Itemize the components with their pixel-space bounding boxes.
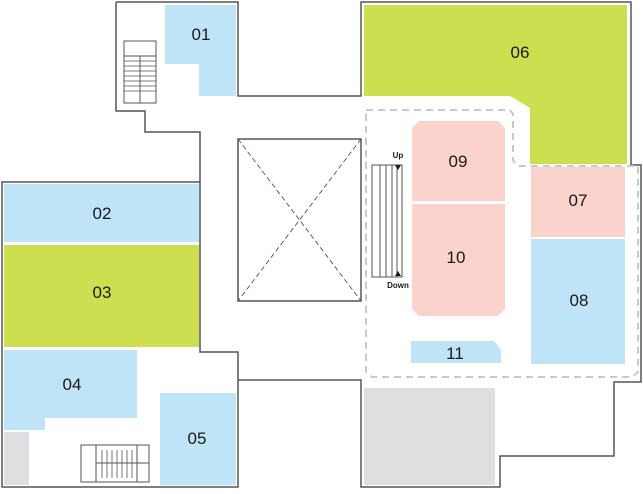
svg-text:06: 06 <box>511 43 530 62</box>
svg-text:04: 04 <box>63 375 82 394</box>
svg-text:08: 08 <box>570 291 589 310</box>
room-10[interactable]: 10 <box>412 204 505 316</box>
up-arrow-icon <box>395 165 401 170</box>
service-area-gray-left <box>4 432 29 485</box>
svg-text:07: 07 <box>569 191 588 210</box>
room-03[interactable]: 03 <box>4 245 199 347</box>
escalator-down-label: Down <box>387 281 409 290</box>
room-04[interactable]: 04 <box>4 350 137 430</box>
svg-text:03: 03 <box>93 283 112 302</box>
svg-text:02: 02 <box>93 204 112 223</box>
staircase-lower <box>80 444 150 483</box>
escalator: Up Down <box>371 151 409 290</box>
staircase-upper <box>123 40 157 104</box>
room-06[interactable]: 06 <box>364 5 627 164</box>
escalator-up-label: Up <box>393 151 404 160</box>
room-08[interactable]: 08 <box>531 239 625 364</box>
room-01[interactable]: 01 <box>165 5 236 96</box>
down-arrow-icon <box>395 271 401 276</box>
atrium-void <box>237 138 362 302</box>
upper-left-wall <box>115 2 201 182</box>
room-02[interactable]: 02 <box>4 184 199 242</box>
svg-text:10: 10 <box>447 248 466 267</box>
svg-text:11: 11 <box>446 344 464 363</box>
room-07[interactable]: 07 <box>531 167 625 237</box>
room-09[interactable]: 09 <box>412 121 505 201</box>
svg-text:01: 01 <box>192 25 211 44</box>
service-area-gray-bottom <box>364 388 495 485</box>
room-11[interactable]: 11 <box>411 341 501 363</box>
room-05[interactable]: 05 <box>160 393 236 485</box>
svg-text:09: 09 <box>449 152 468 171</box>
dashed-zone-outline <box>365 109 639 378</box>
svg-text:05: 05 <box>188 429 207 448</box>
